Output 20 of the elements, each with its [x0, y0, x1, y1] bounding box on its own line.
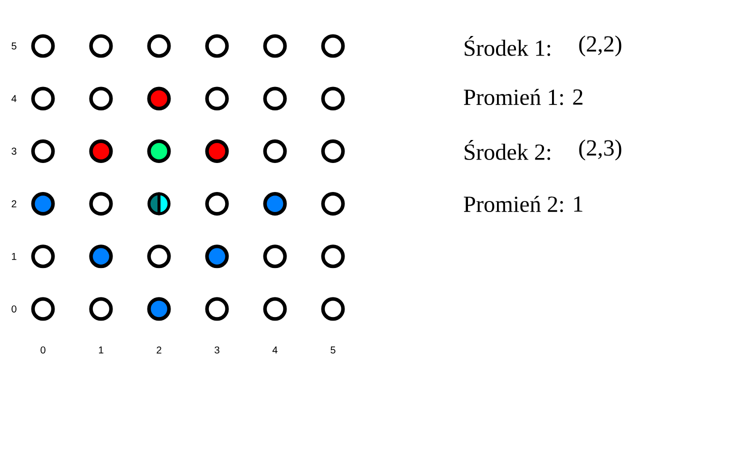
tick-label: 2: [156, 346, 162, 354]
tick-label: 4: [272, 346, 278, 354]
tick-label: 1: [99, 346, 104, 354]
text-label: Środek 2:: [464, 140, 550, 160]
tick-label: 2: [12, 200, 16, 208]
text-label: Promień 2:: [464, 196, 563, 212]
tick-label: 3: [12, 148, 16, 155]
value-label: 2: [573, 89, 582, 105]
tick-label: 0: [12, 305, 16, 313]
tick-label: 5: [12, 42, 16, 50]
tick-label: 3: [214, 346, 220, 354]
tick-label: 0: [40, 346, 46, 354]
value-label: (2,3): [579, 140, 622, 160]
tick-label: 5: [330, 346, 336, 354]
tick-label: 1: [12, 252, 16, 260]
tick-label: 4: [11, 95, 16, 102]
value-label: (2,2): [579, 36, 622, 56]
text-label: Środek 1:: [464, 36, 550, 56]
text-label: Promień 1:: [464, 88, 563, 106]
value-label: 1: [574, 196, 582, 212]
